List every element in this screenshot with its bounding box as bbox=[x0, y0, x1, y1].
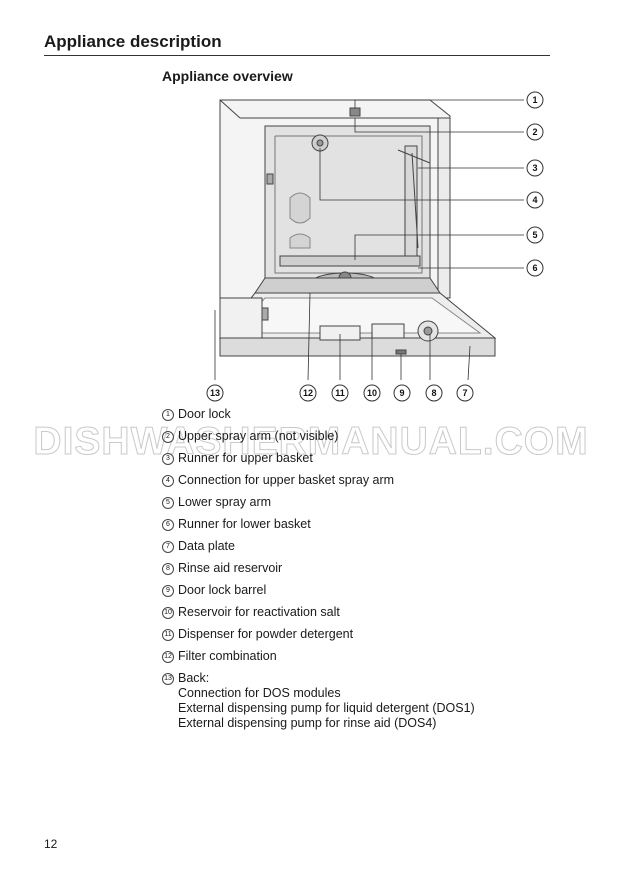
legend-item: 10 Reservoir for reactivation salt bbox=[162, 605, 562, 627]
legend-number: 10 bbox=[162, 607, 174, 619]
legend-label: Data plate bbox=[178, 539, 235, 553]
legend-number: 13 bbox=[162, 673, 174, 685]
callout-13: 13 bbox=[210, 388, 220, 398]
legend-label: Filter combination bbox=[178, 649, 277, 663]
legend-number: 4 bbox=[162, 475, 174, 487]
legend-number: 11 bbox=[162, 629, 174, 641]
legend-number: 8 bbox=[162, 563, 174, 575]
legend-sub-line: External dispensing pump for liquid dete… bbox=[178, 701, 475, 715]
legend-number: 5 bbox=[162, 497, 174, 509]
legend-number: 3 bbox=[162, 453, 174, 465]
legend-number: 6 bbox=[162, 519, 174, 531]
legend-sub-line: External dispensing pump for rinse aid (… bbox=[178, 716, 437, 730]
callout-4: 4 bbox=[532, 195, 537, 205]
legend-item: 1 Door lock bbox=[162, 407, 562, 429]
legend-label: Reservoir for reactivation salt bbox=[178, 605, 340, 619]
subsection-title: Appliance overview bbox=[162, 68, 293, 84]
legend-item: 9 Door lock barrel bbox=[162, 583, 562, 605]
legend-number: 1 bbox=[162, 409, 174, 421]
section-divider bbox=[44, 55, 550, 56]
legend-label: Runner for lower basket bbox=[178, 517, 311, 531]
callout-9: 9 bbox=[399, 388, 404, 398]
legend-sub-line: Connection for DOS modules bbox=[178, 686, 341, 700]
legend-label: Runner for upper basket bbox=[178, 451, 313, 465]
legend-number: 2 bbox=[162, 431, 174, 443]
legend-item: 11 Dispenser for powder detergent bbox=[162, 627, 562, 649]
callout-10: 10 bbox=[367, 388, 377, 398]
legend-label: Dispenser for powder detergent bbox=[178, 627, 354, 641]
legend-label: Upper spray arm (not visible) bbox=[178, 429, 339, 443]
legend-label: Door lock barrel bbox=[178, 583, 267, 597]
legend-number: 12 bbox=[162, 651, 174, 663]
callout-5: 5 bbox=[532, 230, 537, 240]
legend-label: Lower spray arm bbox=[178, 495, 272, 509]
callout-3: 3 bbox=[532, 163, 537, 173]
legend-item: 6 Runner for lower basket bbox=[162, 517, 562, 539]
callout-11: 11 bbox=[335, 388, 345, 398]
legend-label: Connection for upper basket spray arm bbox=[178, 473, 395, 487]
legend-label: Door lock bbox=[178, 407, 231, 421]
legend-item: 13 Back: Connection for DOS modules Exte… bbox=[162, 671, 562, 731]
legend-list: 1 Door lock 2 Upper spray arm (not visib… bbox=[162, 407, 562, 731]
page-number: 12 bbox=[44, 837, 58, 851]
callout-6: 6 bbox=[532, 263, 537, 273]
callout-7: 7 bbox=[462, 388, 467, 398]
callout-8: 8 bbox=[431, 388, 436, 398]
legend-label: Rinse aid reservoir bbox=[178, 561, 283, 575]
legend-item: 3 Runner for upper basket bbox=[162, 451, 562, 473]
callout-2: 2 bbox=[532, 127, 537, 137]
legend-item: 2 Upper spray arm (not visible) bbox=[162, 429, 562, 451]
legend-number: 7 bbox=[162, 541, 174, 553]
legend-item: 4 Connection for upper basket spray arm bbox=[162, 473, 562, 495]
legend-item: 8 Rinse aid reservoir bbox=[162, 561, 562, 583]
legend-item: 12 Filter combination bbox=[162, 649, 562, 671]
legend-number: 9 bbox=[162, 585, 174, 597]
callout-1: 1 bbox=[532, 95, 537, 105]
dishwasher-drawing: 1 2 3 4 5 6 7 8 9 10 11 12 13 bbox=[206, 91, 544, 402]
appliance-illustration: 1 2 3 4 5 6 7 8 9 10 11 12 13 bbox=[140, 88, 560, 408]
legend-item: 5 Lower spray arm bbox=[162, 495, 562, 517]
callout-12: 12 bbox=[303, 388, 313, 398]
section-title: Appliance description bbox=[44, 32, 222, 51]
watermark: DISHWASHERMANUAL.COM bbox=[33, 420, 589, 464]
legend-item: 7 Data plate bbox=[162, 539, 562, 561]
legend-label: Back: bbox=[178, 671, 210, 685]
